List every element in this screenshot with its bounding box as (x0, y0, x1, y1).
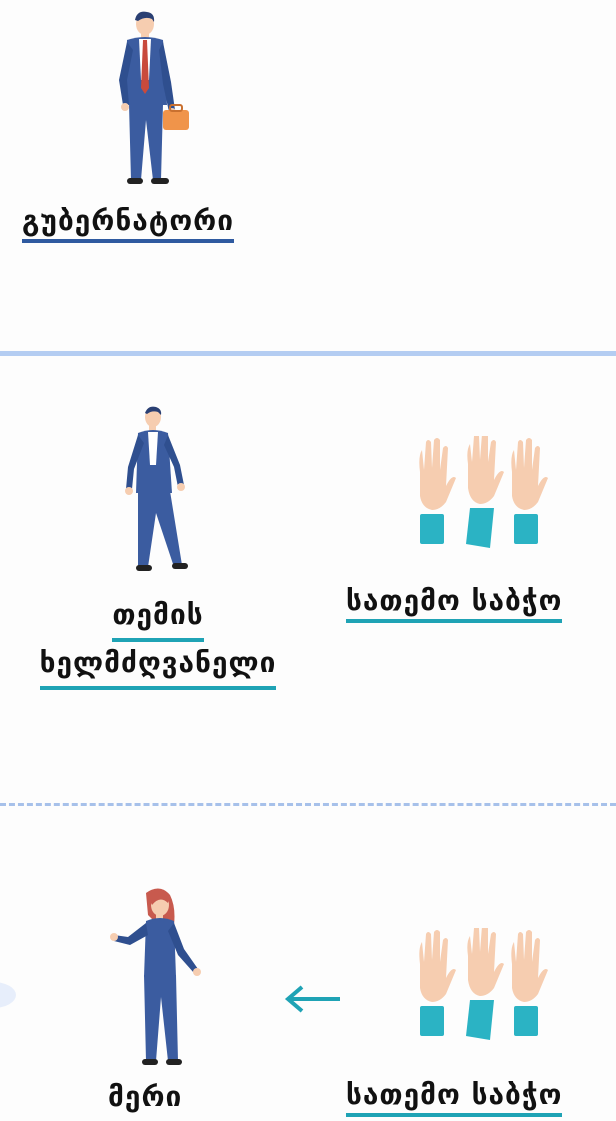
section-divider-dashed (0, 803, 616, 806)
section-divider-solid (0, 351, 616, 356)
community-head-line1: თემის (112, 594, 203, 642)
mayor-label: მერი (108, 1080, 182, 1115)
raised-hands-icon (412, 928, 552, 1046)
council-upper-label-text: სათემო საბჭო (346, 584, 562, 623)
woman-icon (108, 885, 204, 1075)
community-head-line2: ხელმძღვანელი (40, 642, 277, 690)
governor-label: გუბერნატორი (22, 204, 234, 243)
businessman-with-briefcase-icon (105, 10, 200, 188)
mayor-label-text: მერი (108, 1080, 182, 1115)
community-head-label: თემის ხელმძღვანელი (8, 594, 308, 690)
left-arrow-icon (284, 984, 342, 1014)
edge-shape-decoration (0, 982, 16, 1008)
governor-label-text: გუბერნატორი (22, 204, 234, 243)
council-upper-label: სათემო საბჭო (346, 584, 562, 623)
walking-man-icon (118, 405, 193, 575)
raised-hands-icon (412, 436, 552, 554)
council-lower-label-text: სათემო საბჭო (346, 1078, 562, 1117)
council-lower-label: სათემო საბჭო (346, 1078, 562, 1117)
